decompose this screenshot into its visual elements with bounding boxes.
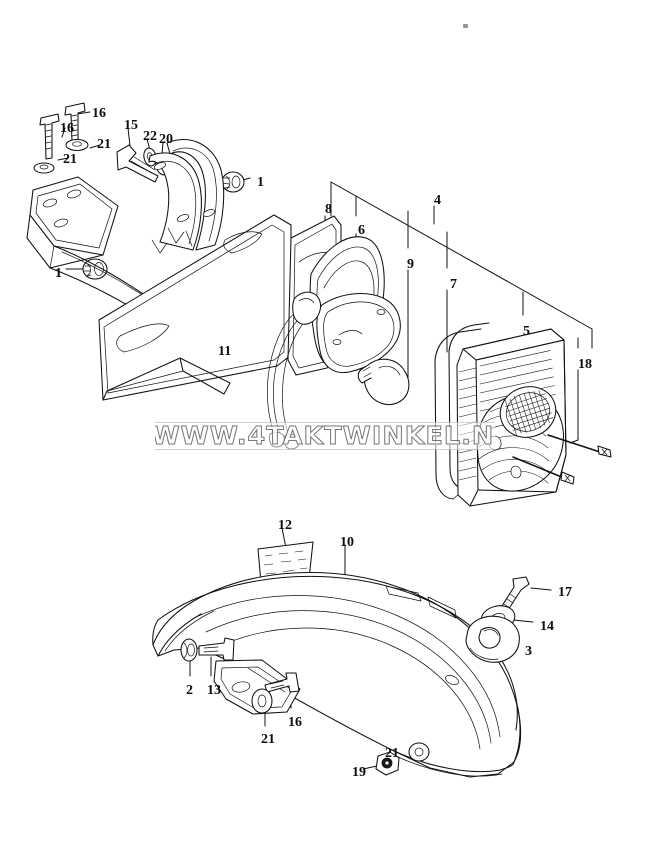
callout-16: 16 [288, 715, 302, 730]
callout-9: 9 [407, 257, 414, 272]
callout-21: 21 [97, 137, 111, 152]
callout-16: 16 [92, 106, 106, 121]
callout-17: 17 [558, 585, 572, 600]
callout-7: 7 [450, 277, 457, 292]
callout-14: 14 [540, 619, 554, 634]
scan-artifact-speck [463, 24, 468, 28]
callout-21: 21 [261, 732, 275, 747]
grommet-1-right [221, 171, 245, 193]
callout-6: 6 [358, 223, 365, 238]
license-plate-bracket-11 [26, 138, 292, 401]
callout-15: 15 [124, 118, 138, 133]
callout-2: 2 [186, 683, 193, 698]
tail-light-body-5 [434, 322, 567, 507]
rubber-bush-3 [465, 615, 520, 663]
bolt-13 [198, 637, 235, 661]
screw-15 [116, 144, 159, 183]
tail-light-bulb-9 [357, 358, 410, 406]
callout-19: 19 [352, 765, 366, 780]
callout-3: 3 [525, 644, 532, 659]
collar-2 [180, 638, 198, 662]
callout-21: 21 [63, 152, 77, 167]
callout-10: 10 [340, 535, 354, 550]
callout-11: 11 [218, 344, 232, 359]
callout-4: 4 [434, 193, 441, 208]
callout-1: 1 [257, 175, 264, 190]
callout-5: 5 [523, 324, 530, 339]
washer-21-right [65, 138, 89, 152]
callout-8: 8 [325, 202, 332, 217]
washer-21-left [33, 162, 55, 174]
callout-12: 12 [278, 518, 292, 533]
callout-21: 21 [385, 746, 399, 761]
callout-18: 18 [578, 357, 592, 372]
callout-16: 16 [60, 121, 74, 136]
rear-fender-10 [152, 571, 522, 778]
callout-20: 20 [159, 132, 173, 147]
bolt-16-left [39, 113, 60, 160]
washer-21-fender [251, 688, 273, 714]
callout-22: 22 [143, 129, 157, 144]
callout-1: 1 [55, 266, 62, 281]
washer-21-bottom [408, 742, 430, 762]
screw-18-upper [547, 434, 612, 458]
grommet-1-left [82, 258, 108, 280]
lens-seal-7 [316, 293, 401, 374]
screw-18-lower [512, 456, 575, 485]
nut-19 [375, 751, 400, 776]
callout-13: 13 [207, 683, 221, 698]
bolt-16-bottom [264, 672, 300, 693]
